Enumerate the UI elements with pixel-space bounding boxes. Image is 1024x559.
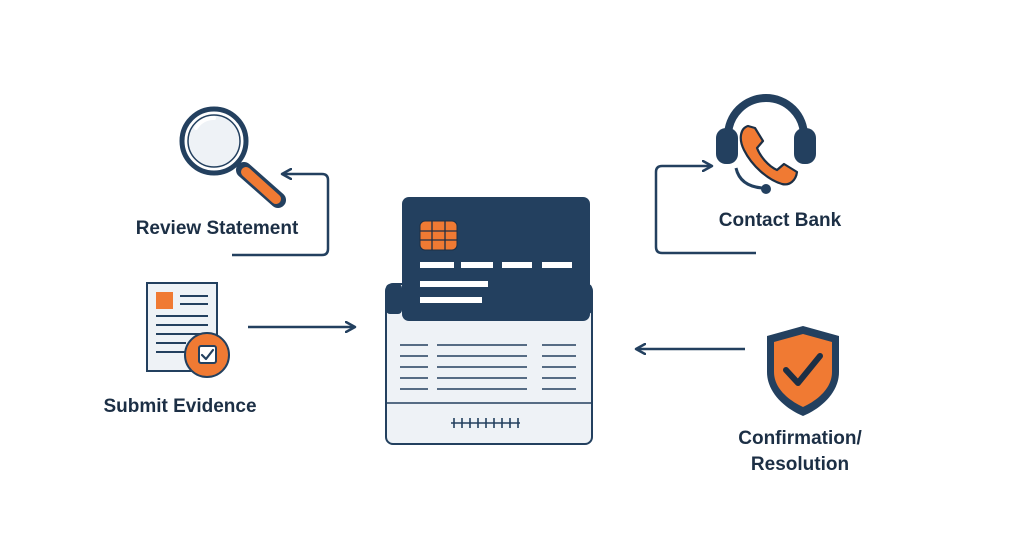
document-checkmark-icon [146, 282, 230, 378]
confirmation-resolution-label: Confirmation/ Resolution [738, 428, 862, 475]
arrow-review-statement [232, 174, 330, 257]
magnifying-glass-icon [179, 106, 286, 208]
contact-bank-label: Contact Bank [718, 210, 842, 231]
credit-card-statement-icon [385, 197, 593, 445]
submit-evidence-label: Submit Evidence [103, 396, 257, 417]
arrow-contact-bank [654, 166, 756, 255]
headset-phone-icon [716, 94, 816, 194]
review-statement-label: Review Statement [135, 218, 299, 239]
shield-check-icon [767, 326, 839, 416]
